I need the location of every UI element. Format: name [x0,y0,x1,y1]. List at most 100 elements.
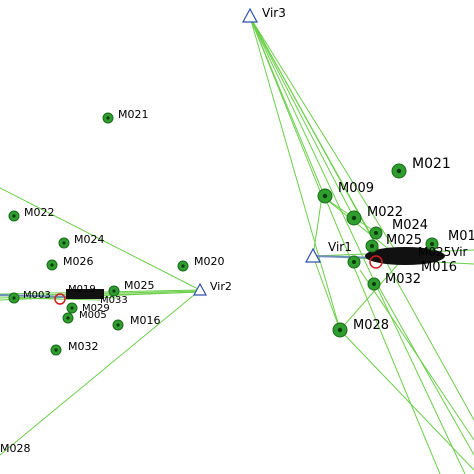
right-edge [249,16,341,331]
node-label: M016 [130,314,161,327]
node-core [12,214,16,218]
right-node-m025[interactable]: M025 [365,233,422,253]
right-node-m024[interactable]: M024 [369,218,428,240]
right-edge [249,16,466,474]
vir3-vertex-icon[interactable] [241,7,259,23]
node-label: M033 [100,295,128,306]
node-label: M032 [68,340,99,353]
left-node-m026[interactable]: M026 [46,255,94,271]
node-core [430,242,434,246]
vir3-label: Vir3 [262,6,286,20]
right-node-m021[interactable]: M021 [391,156,451,179]
left-cluster-highlight [54,293,66,305]
node-core [50,263,54,267]
right-edges [249,16,474,474]
node-label: M016 [421,260,457,275]
right-cluster-highlight [369,255,383,269]
left-edge [13,297,101,301]
right-edge [312,195,323,257]
left-node-m022[interactable]: M022 [8,206,55,222]
node-core [181,264,185,268]
vir2-vertex-icon[interactable] [192,282,208,296]
left-node-m016[interactable]: M016 [112,314,161,331]
right-edge [375,281,474,456]
vir2-label: Vir2 [210,280,232,293]
node-label: M022 [24,206,55,219]
node-core [12,296,16,300]
node-core [70,306,74,310]
node-label: M025 [124,279,155,292]
node-label: M029 [82,303,110,314]
node-label: M026 [63,255,94,268]
right-cluster [365,247,445,269]
node-label: M005 [79,310,107,321]
right-node-m016[interactable]: M016 [347,255,457,275]
node-label: M003 [23,290,51,301]
left-node-m033[interactable]: M033 [100,295,128,306]
node-core [374,231,378,235]
left-edge [0,289,201,456]
right-node-m009[interactable]: M009 [317,181,374,204]
right-vertex-vir1[interactable]: Vir1 [304,240,352,263]
node-label: M024 [392,218,428,233]
right-edge [312,255,341,331]
left-node-m024[interactable]: M024 [58,233,105,249]
right-edge [339,261,401,331]
right-edge [249,16,355,219]
right-node-m028[interactable]: M028 [332,318,389,338]
right-edge [249,16,441,474]
node-core [106,116,110,120]
node-core [54,348,58,352]
right-edge [249,16,399,256]
node-core [322,193,328,199]
left-node-m005[interactable]: M005 [62,310,107,324]
right-vertex-vir3[interactable]: Vir3 [241,6,286,23]
right-node-m022[interactable]: M022 [346,205,403,226]
node-label: M019 [68,284,96,295]
node-core [66,316,70,320]
node-label: M022 [367,205,403,220]
left-cluster-blob [66,289,104,299]
node-core [372,282,376,286]
left-node-m028[interactable]: M028 [0,442,31,455]
left-node-m003[interactable]: M003 [8,290,51,304]
node-core [337,327,343,333]
right-cluster-blob [365,247,445,265]
right-node-m025vir[interactable]: M025Vir [418,237,468,259]
node-core [116,323,120,327]
node-label: M009 [338,181,374,196]
right-panel: Vir3 Vir1 M021 M009 M022 M024 M01 [241,6,474,474]
left-node-m032[interactable]: M032 [50,340,99,356]
left-vertex-vir2[interactable]: Vir2 [192,280,232,296]
node-label: M024 [74,233,105,246]
left-node-m020[interactable]: M020 [177,255,225,272]
right-edge [249,16,377,246]
node-label: M028 [353,318,389,333]
vir1-label: Vir1 [328,240,352,254]
left-edge [0,187,201,291]
right-edge [249,16,323,197]
left-node-m021[interactable]: M021 [102,108,149,124]
right-node-m032[interactable]: M032 [367,272,421,291]
node-core [62,241,66,245]
node-core [352,260,356,264]
left-node-m019[interactable]: M019 [68,284,96,295]
node-core [396,168,402,174]
right-edge [339,329,474,471]
vir1-vertex-icon[interactable] [304,247,322,263]
right-node-m01x[interactable]: M01 [448,229,474,244]
node-label: M025 [386,233,422,248]
node-core [370,244,374,248]
node-label: M028 [0,442,31,455]
node-label: M020 [194,255,225,268]
node-label: M025Vir [418,245,468,259]
node-core [112,289,116,293]
left-panel: Vir2 M021 M022 M024 M026 M020 [0,108,232,456]
node-core [351,215,357,221]
left-node-m025[interactable]: M025 [108,279,155,297]
node-label: M021 [412,156,451,172]
right-edge [321,195,401,259]
left-node-m029[interactable]: M029 [66,302,110,314]
